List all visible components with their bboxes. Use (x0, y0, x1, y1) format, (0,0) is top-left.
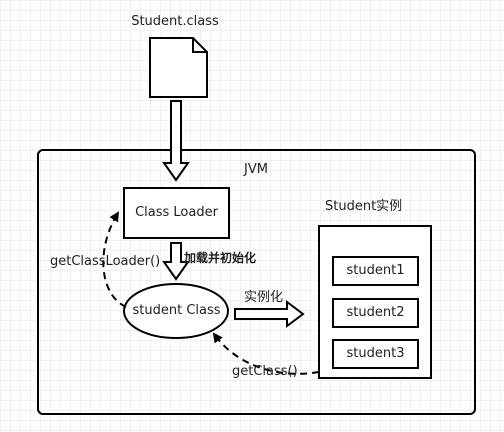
jvm-container (37, 149, 476, 415)
init-arrow (162, 242, 190, 281)
student1-box (332, 256, 419, 286)
student2-label: student2 (346, 305, 405, 320)
student2-box (332, 298, 419, 328)
student3-box (332, 339, 419, 369)
student1-label: student1 (346, 263, 405, 278)
class-loader-label: Class Loader (135, 205, 218, 220)
load-init-label: 加载并初始化 (184, 251, 257, 265)
get-class-label: getClass() (232, 364, 298, 379)
student-class-ellipse (123, 283, 229, 339)
jvm-label: JVM (244, 162, 268, 177)
class-loader-box (123, 187, 230, 239)
student-class-label: student Class (132, 303, 221, 318)
file-label: Student.class (131, 14, 219, 29)
file-icon (149, 37, 208, 98)
instantiate-arrow (234, 300, 305, 328)
load-arrow (162, 100, 190, 182)
student3-label: student3 (346, 346, 405, 361)
get-class-loader-label: getClassLoader() (50, 254, 161, 269)
instantiate-label: 实例化 (244, 290, 284, 305)
instances-title: Student实例 (325, 199, 403, 214)
